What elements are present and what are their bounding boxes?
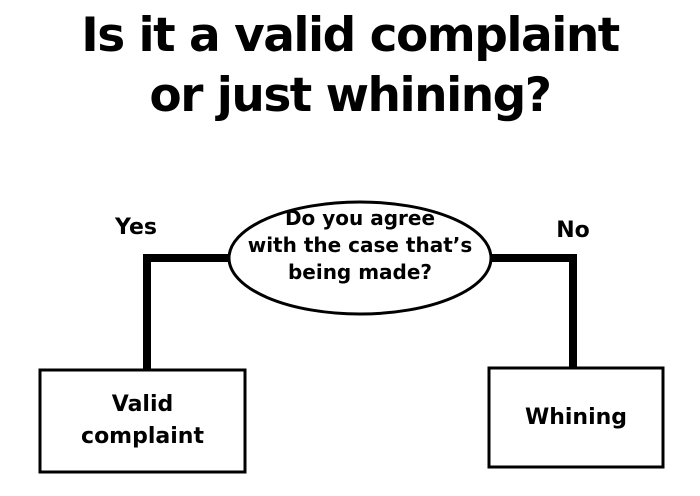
decision-ellipse: [227, 200, 493, 316]
valid-complaint-line-1: Valid: [111, 392, 174, 417]
whining-label: Whining: [524, 405, 628, 430]
no-connector: [488, 254, 577, 370]
page-title: Is it a valid complaint or just whining?: [0, 6, 700, 126]
question-line-1: Do you agree: [284, 206, 436, 230]
valid-complaint-box: [38, 368, 247, 474]
title-line-1: Is it a valid complaint: [81, 8, 620, 63]
valid-complaint-line-2: complaint: [81, 424, 204, 449]
yes-label: Yes: [115, 215, 157, 240]
title-line-2: or just whining?: [149, 68, 552, 123]
whining-box: [487, 366, 665, 469]
question-line-3: being made?: [287, 260, 433, 284]
decision-question: Do you agree with the case that’s being …: [228, 205, 492, 286]
yes-connector: [143, 254, 232, 370]
no-label: No: [556, 218, 590, 243]
valid-complaint-text: Valid complaint: [40, 389, 245, 453]
question-line-2: with the case that’s: [247, 233, 473, 257]
whining-text: Whining: [489, 402, 663, 434]
